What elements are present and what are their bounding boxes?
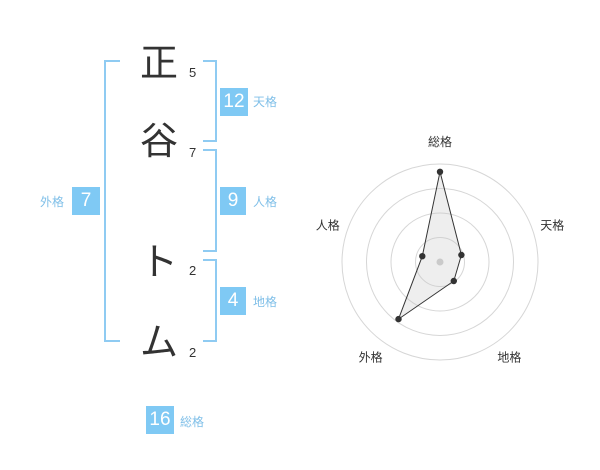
radar-center-dot: [436, 258, 444, 266]
radar-axis-label-2: 天格: [540, 218, 564, 233]
radar-ring: [366, 188, 514, 336]
tenkaku-bracket: [203, 60, 217, 142]
radar-axis-label-3: 地格: [497, 350, 521, 365]
radar-series: [395, 168, 465, 323]
radar-point-1: [436, 168, 444, 175]
stroke-count-4: 2: [189, 345, 197, 360]
tenkaku-value: 12: [220, 88, 248, 116]
gaikaku-bracket: [104, 60, 120, 342]
soukaku-label: 総格: [180, 415, 205, 429]
chikaku-value: 4: [220, 287, 246, 315]
tenkaku-label: 天格: [253, 95, 278, 109]
chikaku-label: 地格: [253, 295, 278, 309]
name-char-4: ム: [140, 320, 179, 364]
radar-point-5: [419, 253, 426, 260]
radar-point-2: [458, 251, 465, 259]
stroke-count-3: 2: [189, 263, 197, 278]
gaikaku-value: 7: [72, 187, 100, 215]
stroke-count-2: 7: [189, 145, 197, 160]
radar-point-4: [395, 315, 402, 323]
soukaku-value: 16: [146, 406, 174, 434]
jinkaku-label: 人格: [253, 195, 278, 209]
radar-axis-label-4: 外格: [359, 350, 383, 365]
radar-axis-label-1: 総格: [428, 134, 452, 149]
name-char-3: ト: [140, 240, 179, 284]
radar-axis-label-5: 人格: [316, 218, 340, 233]
name-char-1: 正: [140, 41, 179, 85]
radar-ring: [390, 212, 490, 312]
radar-ring: [341, 163, 539, 361]
radar-polygon: [397, 171, 462, 321]
radar-grid: [341, 163, 539, 361]
stroke-count-1: 5: [189, 65, 197, 80]
gaikaku-label: 外格: [40, 195, 65, 209]
chikaku-bracket: [203, 259, 217, 342]
name-char-2: 谷: [140, 119, 179, 163]
radar-point-3: [450, 277, 457, 285]
radar-ring: [415, 237, 465, 287]
jinkaku-bracket: [203, 149, 217, 252]
jinkaku-value: 9: [220, 187, 246, 215]
